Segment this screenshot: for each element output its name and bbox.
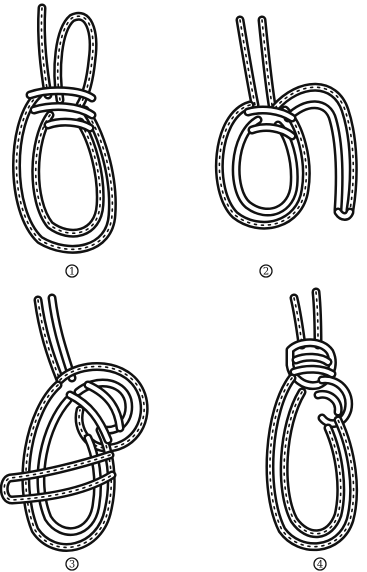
step-label-4-text: 4 [317,560,323,571]
step-label-3-text: 3 [69,560,75,571]
step-label-2: 2 [260,265,272,278]
step-2-figure [219,20,353,225]
step-label-1: 1 [66,265,78,278]
step-label-1-text: 1 [69,267,75,278]
step-1-figure [17,8,113,249]
step-label-4: 4 [314,558,326,571]
step-label-2-text: 2 [263,267,269,278]
step-3-figure [4,298,144,547]
step-4-figure [270,292,354,547]
step-label-3: 3 [66,558,78,571]
